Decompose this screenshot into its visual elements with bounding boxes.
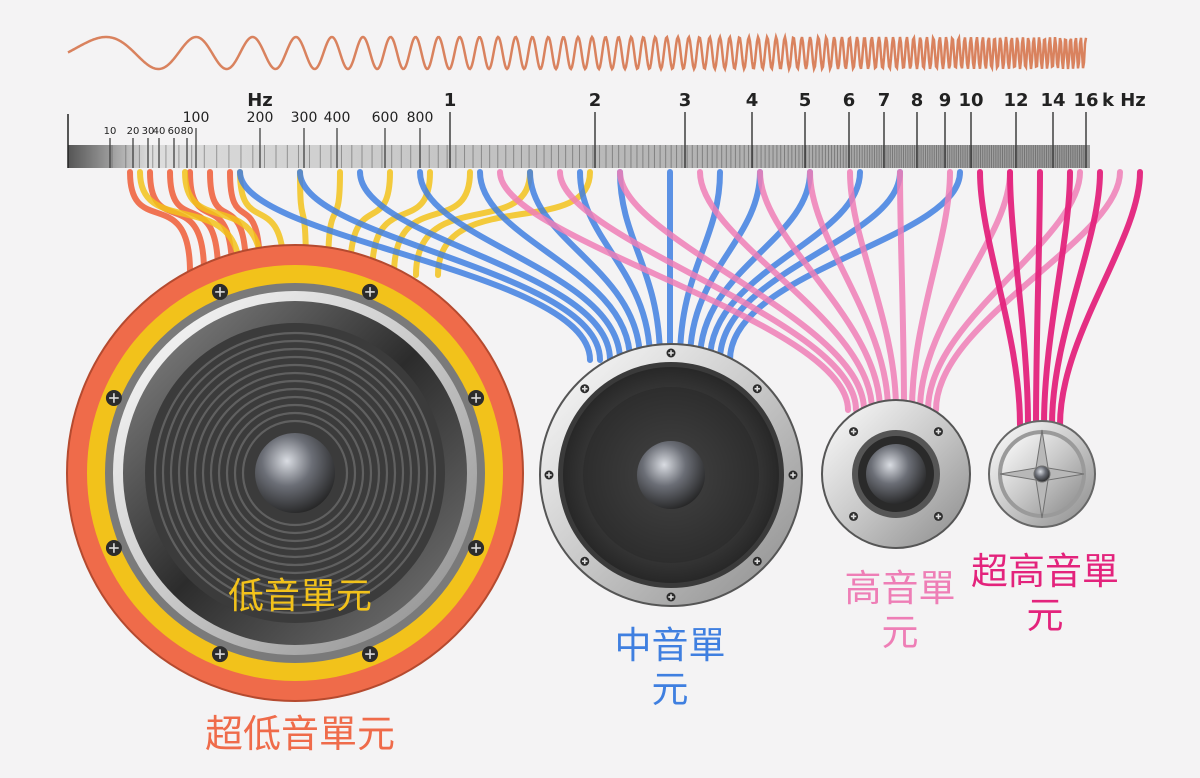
frequency-curve	[847, 169, 899, 413]
frequency-curve	[417, 169, 623, 363]
subwoofer-driver	[66, 244, 524, 702]
frequency-curve	[897, 169, 907, 413]
frequency-curve	[497, 169, 851, 413]
tick-label: 200	[247, 110, 274, 126]
midrange-label: 中音單元	[614, 624, 726, 711]
hz-unit-label: Hz	[247, 90, 273, 111]
frequency-curve	[237, 169, 593, 363]
frequency-curve	[1049, 169, 1103, 428]
tick-label: 600	[372, 110, 399, 126]
super-tweeter-label: 超高音單元	[971, 550, 1119, 637]
woofer-dust-cap	[255, 433, 335, 513]
frequency-curve	[137, 169, 243, 278]
frequency-curve	[557, 169, 859, 413]
tick-label: 8	[911, 90, 924, 111]
khz-unit-label: k Hz	[1102, 90, 1146, 111]
tick-label: 10	[958, 90, 983, 111]
tick-label: 400	[324, 110, 351, 126]
super-tweeter-driver	[988, 420, 1096, 528]
tweeter-dome	[866, 444, 926, 504]
frequency-curve	[933, 169, 1123, 413]
tick-label: 80	[181, 126, 194, 137]
frequency-curve	[357, 169, 613, 363]
frequency-curve	[527, 169, 643, 363]
midrange-driver	[539, 343, 803, 607]
tick-label: 9	[939, 90, 952, 111]
frequency-curve	[347, 169, 393, 278]
frequency-curve	[1041, 169, 1073, 428]
frequency-curve	[297, 169, 603, 363]
frequency-curve	[1033, 169, 1043, 428]
tick-label: 1	[444, 90, 457, 111]
frequency-curve	[807, 169, 891, 413]
tick-label: 5	[799, 90, 812, 111]
super-tweeter-star-icon	[999, 429, 1085, 519]
tick-label: 300	[291, 110, 318, 126]
tick-label: 4	[746, 90, 759, 111]
frequency-curve	[617, 169, 867, 413]
spectrum-lines	[111, 145, 1085, 168]
tick-label: 7	[878, 90, 891, 111]
tick-label: 3	[679, 90, 692, 111]
frequency-curve	[757, 169, 883, 413]
tick-label: 16	[1073, 90, 1098, 111]
tick-label: 10	[104, 126, 117, 137]
frequency-curve	[697, 169, 875, 413]
frequency-curve	[917, 169, 1013, 413]
tick-label: 40	[153, 126, 166, 137]
frequency-wave	[67, 32, 1088, 74]
tick-label: 6	[843, 90, 856, 111]
frequency-curve	[1007, 169, 1031, 428]
tick-label: 14	[1040, 90, 1065, 111]
tick-label: 100	[183, 110, 210, 126]
tweeter-driver	[821, 399, 971, 549]
tick-label: 60	[168, 126, 181, 137]
frequency-curve	[925, 169, 1083, 413]
frequency-curve	[687, 169, 763, 363]
subwoofer-label: 超低音單元	[204, 712, 395, 756]
tick-label: 2	[589, 90, 602, 111]
midrange-dust-cap	[637, 441, 705, 509]
frequency-curve	[391, 169, 473, 278]
tick-label: 800	[407, 110, 434, 126]
frequency-curve	[477, 169, 633, 363]
frequency-curve	[1057, 169, 1143, 428]
spectrum-bar	[68, 145, 1090, 168]
tweeter-label: 高音單元	[844, 567, 956, 654]
tick-label: 20	[127, 126, 140, 137]
frequency-curves	[127, 169, 1143, 428]
woofer-label: 低音單元	[227, 576, 372, 617]
frequency-curve	[977, 169, 1023, 428]
tick-label: 30	[142, 126, 155, 137]
tick-label: 12	[1003, 90, 1028, 111]
frequency-curve	[617, 169, 663, 363]
frequency-curve	[717, 169, 903, 363]
frequency-curve	[127, 169, 193, 275]
frequency-curve	[909, 169, 953, 413]
scale-ticks	[109, 112, 1087, 168]
